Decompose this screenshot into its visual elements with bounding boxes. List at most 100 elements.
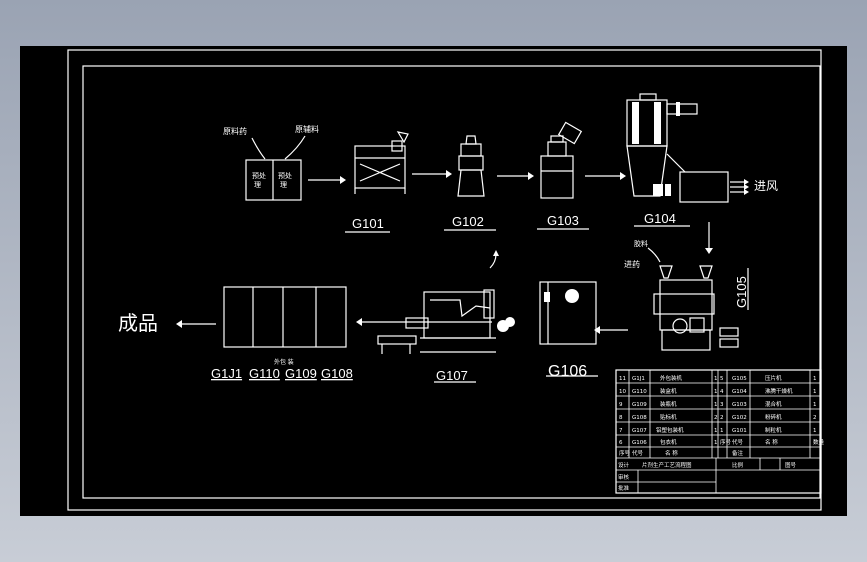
row-5-qty: 1 bbox=[714, 428, 718, 434]
g104-dryer: 进风 G104 bbox=[626, 93, 778, 227]
g104-label: G104 bbox=[644, 211, 676, 226]
row-3-name2: 混合机 bbox=[765, 400, 782, 408]
row-3-code2: G103 bbox=[732, 402, 747, 408]
row-6-qty: 1 bbox=[714, 440, 718, 446]
row-1-qty: 1 bbox=[714, 376, 718, 382]
row-3-code: G109 bbox=[632, 402, 647, 408]
raw-arrow-1 bbox=[251, 137, 266, 160]
scale-label: 比例 bbox=[732, 461, 744, 469]
film-label: 外包 装 bbox=[274, 358, 294, 366]
row-5-name: 铝塑包装机 bbox=[656, 426, 684, 434]
row-1-no2: 5 bbox=[720, 376, 724, 382]
glue-label: 胶料 bbox=[634, 239, 648, 248]
row-4-name2: 粉碎机 bbox=[765, 413, 782, 421]
flow-arrows-top bbox=[308, 170, 713, 254]
arrowhead-product bbox=[176, 320, 182, 328]
g106-label: G106 bbox=[548, 363, 587, 380]
row-4-qty: 2 bbox=[714, 415, 718, 421]
g111-label: G1J1 bbox=[211, 366, 242, 381]
pretreat-label-1b: 理 bbox=[254, 181, 261, 189]
g108-label: G108 bbox=[321, 366, 353, 381]
g106-coating: G106 bbox=[539, 281, 598, 380]
row-2-name: 装盒机 bbox=[660, 387, 677, 395]
pretreat-label-1: 预处 bbox=[252, 171, 266, 180]
row-4-name: 贴标机 bbox=[660, 413, 677, 421]
inner-frame bbox=[82, 65, 821, 499]
row-3-qty2: 1 bbox=[813, 402, 817, 408]
row-4-code: G108 bbox=[632, 415, 647, 421]
row-6-code: G106 bbox=[632, 440, 647, 446]
row-1-qty2: 1 bbox=[813, 376, 817, 382]
row-6-name2: 名 称 bbox=[765, 438, 778, 446]
g110-label: G110 bbox=[249, 366, 280, 381]
approve-label: 批准 bbox=[618, 484, 630, 492]
row-5-no2: 1 bbox=[720, 428, 724, 434]
raw-material-label-2: 原辅料 bbox=[295, 124, 319, 134]
designer-label: 设计 bbox=[618, 461, 630, 469]
checker-label: 审核 bbox=[618, 473, 630, 481]
arrowhead-g106 bbox=[594, 326, 600, 334]
pretreat-label-2b: 理 bbox=[280, 181, 287, 189]
row-1-name2: 压片机 bbox=[765, 374, 782, 382]
parts-table: 11 G1J1 外包装机 1 5 G105 压片机 1 10 G110 装盒机 … bbox=[615, 369, 825, 494]
g101-label: G101 bbox=[352, 216, 384, 231]
g107-label: G107 bbox=[436, 368, 468, 383]
pretreat-label-2: 预处 bbox=[278, 171, 292, 180]
row-4-code2: G102 bbox=[732, 415, 747, 421]
row-6-qty2: 数量 bbox=[813, 438, 825, 446]
row-3-name: 装瓶机 bbox=[660, 400, 677, 408]
drawing-title: 片剂生产工艺流程图 bbox=[642, 461, 692, 469]
row-5-code2: G101 bbox=[732, 428, 747, 434]
g101-granulator: G101 bbox=[345, 131, 409, 233]
row-5-name2: 制粒机 bbox=[765, 426, 782, 434]
table-rows: 11 G1J1 外包装机 1 5 G105 压片机 1 10 G110 装盒机 … bbox=[619, 374, 825, 457]
row-3-no: 9 bbox=[619, 402, 623, 408]
row-4-no: 8 bbox=[619, 415, 623, 421]
flow-diagram: 预处 理 预处 理 原料药 原辅料 G101 G102 bbox=[67, 49, 825, 511]
drawing-no-label: 图号 bbox=[785, 461, 797, 469]
g103-mixer: G103 bbox=[537, 121, 589, 230]
row-4-qty2: 2 bbox=[813, 415, 817, 421]
row-2-code: G110 bbox=[632, 389, 647, 395]
header-name: 名 称 bbox=[665, 449, 678, 457]
g105-label: G105 bbox=[734, 276, 749, 308]
row-1-code2: G105 bbox=[732, 376, 747, 382]
outer-frame bbox=[67, 49, 822, 511]
row-2-qty: 1 bbox=[714, 389, 718, 395]
row-2-qty2: 1 bbox=[813, 389, 817, 395]
row-6-no: 6 bbox=[619, 440, 623, 446]
g109-label: G109 bbox=[285, 366, 317, 381]
arrowhead-g107 bbox=[356, 318, 362, 326]
cad-drawing-canvas: 预处 理 预处 理 原料药 原辅料 G101 G102 bbox=[20, 46, 847, 516]
row-5-no: 7 bbox=[619, 428, 623, 434]
row-6-name: 包衣机 bbox=[660, 438, 677, 446]
row-3-no2: 3 bbox=[720, 402, 724, 408]
g105-tablet-press: 胶料 进药 G105 bbox=[624, 239, 749, 351]
air-in-label: 进风 bbox=[754, 179, 778, 193]
row-2-name2: 沸腾干燥机 bbox=[765, 387, 793, 395]
row-6-code2: 代号 bbox=[732, 438, 744, 446]
g107-blister: G107 bbox=[377, 250, 515, 383]
row-2-no: 10 bbox=[619, 389, 626, 395]
row-1-no: 11 bbox=[619, 376, 626, 382]
header-remark: 备注 bbox=[732, 449, 744, 457]
row-1-code: G1J1 bbox=[632, 376, 645, 382]
row-2-no2: 4 bbox=[720, 389, 724, 395]
row-4-no2: 2 bbox=[720, 415, 724, 421]
product-label: 成品 bbox=[118, 312, 158, 335]
raw-material-label-1: 原料药 bbox=[223, 126, 247, 136]
g103-label: G103 bbox=[547, 213, 579, 228]
row-1-name: 外包装机 bbox=[660, 374, 683, 382]
row-5-code: G107 bbox=[632, 428, 647, 434]
pretreatment-box: 预处 理 预处 理 原料药 原辅料 bbox=[223, 124, 319, 201]
packaging-line: 外包 装 G1J1 G110 G109 G108 bbox=[211, 286, 353, 381]
row-5-qty2: 1 bbox=[813, 428, 817, 434]
g102-label: G102 bbox=[452, 214, 484, 229]
row-3-qty: 1 bbox=[714, 402, 718, 408]
raw-arrow-2 bbox=[284, 135, 306, 160]
header-no: 序号 bbox=[619, 449, 631, 457]
g102-pulverizer: G102 bbox=[444, 135, 496, 231]
feed-label: 进药 bbox=[624, 259, 640, 269]
row-2-code2: G104 bbox=[732, 389, 747, 395]
header-code: 代号 bbox=[632, 449, 644, 457]
